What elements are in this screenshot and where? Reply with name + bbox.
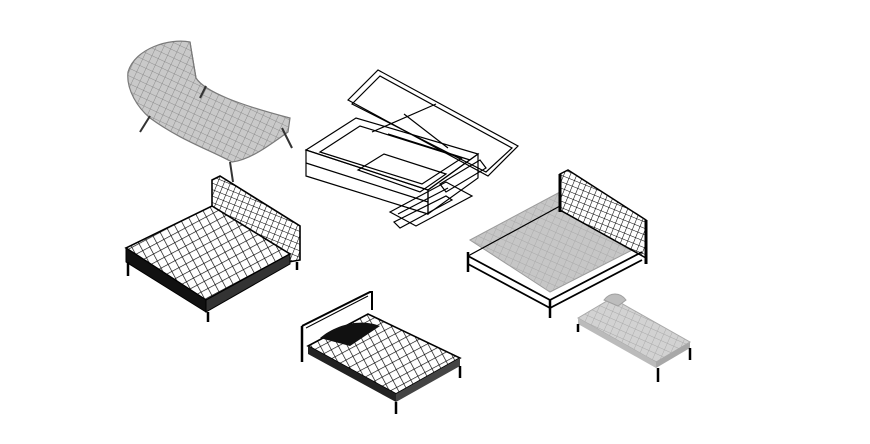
metal-frame-bed bbox=[300, 291, 462, 414]
grey-tall-headboard-bed bbox=[466, 169, 648, 318]
upholstered-platform-bed bbox=[124, 175, 301, 322]
grey-daybed-bench bbox=[576, 293, 692, 382]
lift-storage-bed-frame bbox=[304, 69, 519, 229]
curved-chaise-lounge bbox=[127, 40, 293, 183]
